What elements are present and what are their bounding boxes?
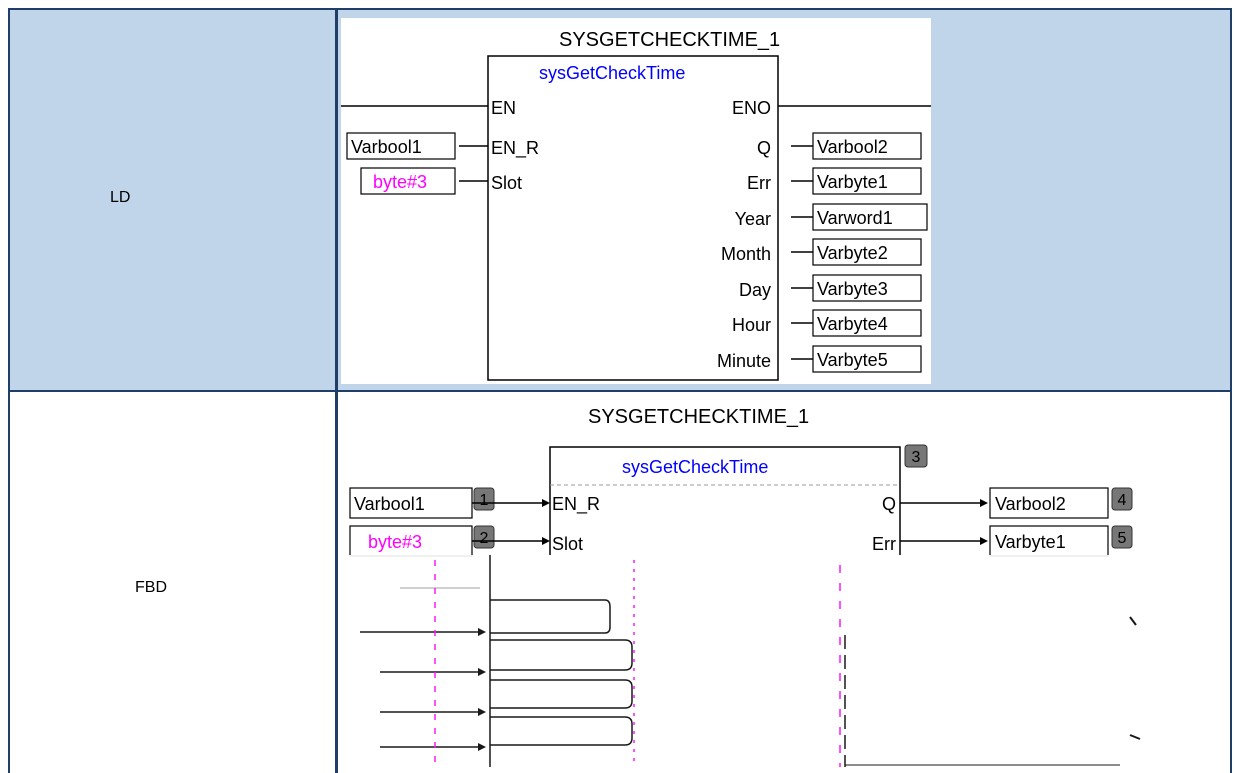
ld-pin-month: Month: [721, 244, 771, 264]
fbd-glitched-region: [340, 555, 1152, 768]
row-label-fbd: FBD: [135, 579, 167, 596]
ld-pin-en-r: EN_R: [491, 138, 539, 159]
ld-pin-minute: Minute: [717, 351, 771, 371]
ld-pin-q: Q: [757, 138, 771, 158]
ld-output-var-varbyte2: Varbyte2: [817, 243, 888, 263]
table-column-divider: [335, 8, 338, 773]
fbd-badge-3: 3: [912, 449, 921, 466]
ld-input-const-box: [360, 167, 456, 195]
fbd-pin-q: Q: [882, 494, 896, 514]
fbd-pin-en-r: EN_R: [552, 494, 600, 515]
fbd-badge-1: 1: [480, 492, 489, 509]
ld-output-var-varbyte3: Varbyte3: [817, 279, 888, 299]
ld-pin-eno: ENO: [732, 98, 771, 118]
ld-pin-slot: Slot: [491, 173, 522, 193]
ld-instance-name: SYSGETCHECKTIME_1: [559, 29, 780, 51]
ld-input-const-byte3: byte#3: [373, 172, 427, 192]
ld-output-var-varbool2: Varbool2: [817, 137, 888, 157]
ld-pin-en: EN: [491, 98, 516, 118]
fbd-output-var-varbool2: Varbool2: [995, 494, 1066, 514]
ld-pin-hour: Hour: [732, 315, 771, 335]
ld-pin-day: Day: [739, 280, 771, 300]
fbd-pin-err: Err: [872, 534, 896, 554]
fbd-pin-slot: Slot: [552, 534, 583, 554]
ld-output-var-varbyte5: Varbyte5: [817, 350, 888, 370]
ld-function-name: sysGetCheckTime: [539, 63, 685, 83]
table-border-left: [8, 8, 10, 773]
fbd-function-name: sysGetCheckTime: [622, 457, 768, 477]
fbd-badge-2: 2: [480, 530, 489, 547]
table-border-right: [1230, 8, 1232, 773]
fbd-instance-name: SYSGETCHECKTIME_1: [588, 406, 809, 428]
ld-input-var-varbool1: Varbool1: [351, 137, 422, 157]
row-label-ld: LD: [110, 189, 131, 206]
ld-pin-err: Err: [747, 173, 771, 193]
ld-output-var-varbyte1: Varbyte1: [817, 172, 888, 192]
fbd-input-var-varbool1: Varbool1: [354, 494, 425, 514]
ld-pin-year: Year: [735, 209, 771, 229]
ld-input-var-box: [346, 132, 456, 160]
fbd-badge-4: 4: [1118, 492, 1127, 509]
ld-output-var-varbyte4: Varbyte4: [817, 314, 888, 334]
table-row-divider: [8, 390, 1232, 392]
ld-output-var-varword1: Varword1: [817, 208, 893, 228]
ld-function-block: [487, 55, 779, 381]
fbd-function-block: [549, 446, 901, 555]
table-border-top: [8, 8, 1232, 10]
fbd-input-const-byte3: byte#3: [368, 532, 422, 552]
fbd-output-var-varbyte1: Varbyte1: [995, 532, 1066, 552]
ld-diagram: SYSGETCHECKTIME_1 sysGetCheckTime EN EN_…: [341, 18, 931, 384]
fbd-badge-5: 5: [1118, 530, 1127, 547]
fbd-diagram: SYSGETCHECKTIME_1 sysGetCheckTime 3 Varb…: [340, 406, 1152, 768]
